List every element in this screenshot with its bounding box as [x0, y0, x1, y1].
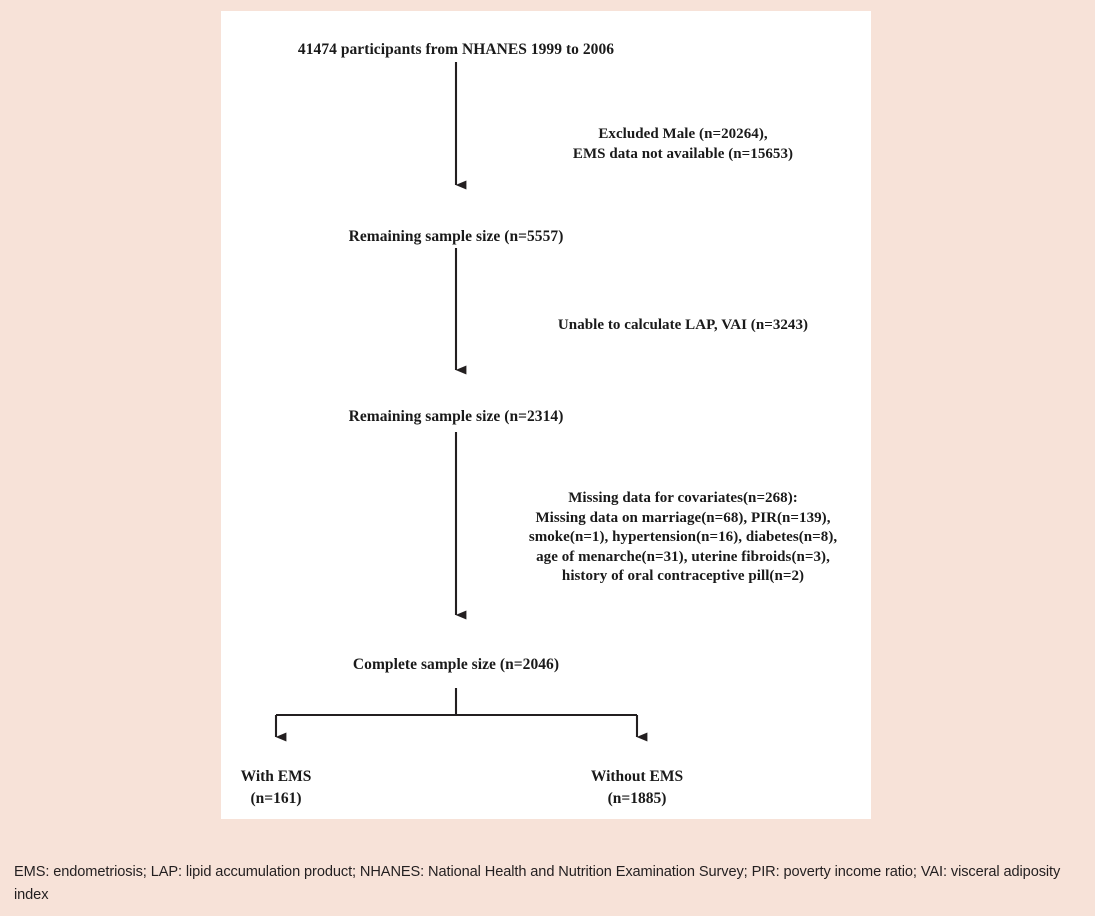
exclusion-note-3: Missing data for covariates(n=268): Missi…: [529, 489, 837, 587]
node-complete: Complete sample size (n=2046): [352, 656, 560, 673]
flowchart-panel: 41474 participants from NHANES 1999 to 2…: [221, 11, 871, 819]
flow-connectors: [274, 62, 648, 742]
exclusion-note-3-line-4: age of menarche(n=31), uterine fibroids(…: [536, 548, 830, 565]
figure-caption: EMS: endometriosis; LAP: lipid accumulat…: [14, 864, 1061, 903]
exclusion-note-3-line-2: Missing data on marriage(n=68), PIR(n=13…: [535, 509, 831, 526]
outcome-without-ems: Without EMS (n=1885): [591, 766, 683, 810]
exclusion-note-1-line-1: Excluded Male (n=20264),: [598, 126, 768, 142]
outcome-with-ems-count: (n=161): [250, 790, 302, 807]
outcome-without-ems-label: Without EMS: [590, 768, 684, 785]
exclusion-note-2: Unable to calculate LAP, VAI (n=3243): [558, 316, 808, 336]
exclusion-note-1-line-2: EMS data not available (n=15653): [572, 145, 794, 162]
node-source: 41474 participants from NHANES 1999 to 2…: [297, 41, 615, 58]
exclusion-note-2-line-1: Unable to calculate LAP, VAI (n=3243): [557, 317, 809, 333]
exclusion-note-1: Excluded Male (n=20264), EMS data not ava…: [573, 125, 793, 164]
node-remaining-1: Remaining sample size (n=5557): [348, 228, 564, 245]
exclusion-note-3-line-3: smoke(n=1), hypertension(n=16), diabetes…: [528, 529, 838, 545]
outcome-with-ems-label: With EMS: [240, 768, 312, 785]
exclusion-note-3-line-1: Missing data for covariates(n=268):: [568, 490, 798, 506]
exclusion-note-3-line-5: history of oral contraceptive pill(n=2): [561, 568, 805, 584]
outcome-with-ems: With EMS (n=161): [241, 766, 312, 810]
outcome-without-ems-count: (n=1885): [607, 790, 667, 807]
node-remaining-2: Remaining sample size (n=2314): [348, 408, 564, 425]
